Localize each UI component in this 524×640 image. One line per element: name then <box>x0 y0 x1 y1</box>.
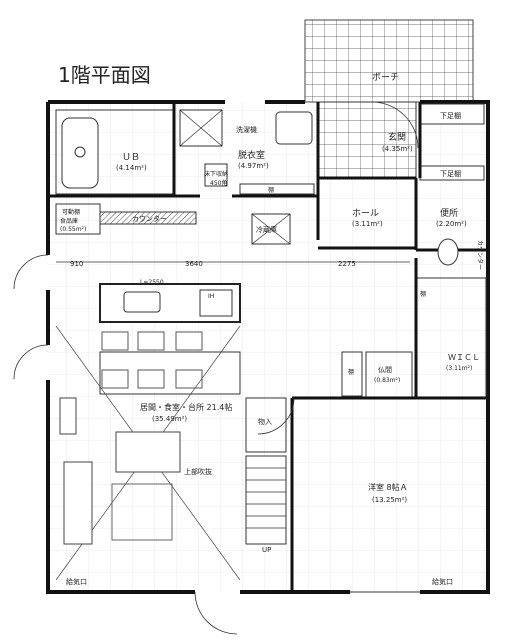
wicl-area: (3.11m²) <box>446 365 472 372</box>
hall-label: ホール <box>352 208 379 219</box>
small-shelf-label: 棚 <box>268 186 274 194</box>
butsuma-area: (0.83m²) <box>374 377 400 384</box>
shelf-v-label: 棚 <box>348 368 354 376</box>
entrance-tiles <box>317 101 417 179</box>
hall-area: (3.11m²) <box>352 220 383 228</box>
room-8jo-label: 洋室 8帖Ａ <box>368 482 408 492</box>
wicl-shelf: 棚 <box>420 290 426 298</box>
door-swing-left-2 <box>13 344 49 380</box>
counter-horizontal <box>99 211 197 225</box>
stair-treads <box>246 467 286 529</box>
toilet-label: 便所 <box>440 207 458 219</box>
dim-2275: 2275 <box>338 260 356 268</box>
door-swing-left-1 <box>13 254 49 290</box>
counter-v-label: カウンター <box>476 240 484 270</box>
closet-label: 物入 <box>258 417 272 426</box>
bathtub <box>61 117 99 189</box>
living-area: (35.49m²) <box>152 415 187 423</box>
underfloor-size: 450角 <box>210 179 227 187</box>
porch-tiles <box>304 19 474 103</box>
atrium-label: 上部吹抜 <box>184 467 212 476</box>
stair-up: UP <box>262 546 271 554</box>
chair-6 <box>175 369 203 389</box>
toilet-area: (2.20m²) <box>436 220 467 228</box>
dressing-label: 脱衣室 <box>238 149 265 161</box>
washer-cross-2 <box>179 109 223 147</box>
kitchen-length: L=2550 <box>140 279 164 286</box>
dim-3640: 3640 <box>185 260 203 268</box>
entrance-area: (4.35m²) <box>382 145 413 153</box>
living-label: 居間・食室・台所 21.4帖 <box>140 402 232 412</box>
room-8jo-area: (13.25m²) <box>372 496 407 504</box>
vent-left-label: 給気口 <box>66 577 87 586</box>
ub-area: (4.14m²) <box>116 164 147 172</box>
vent-right-label: 給気口 <box>432 577 453 586</box>
kitchen-sink <box>123 291 161 313</box>
plan-title: 1階平面図 <box>58 63 151 87</box>
shelf-vertical <box>341 351 363 397</box>
toilet-bowl <box>437 238 459 266</box>
rug <box>111 483 173 541</box>
ub-label: ＵＢ <box>122 153 140 163</box>
wash-basin <box>275 111 313 145</box>
door-swing-entrance <box>371 101 419 149</box>
door-swing-closet <box>257 397 295 435</box>
fridge-label: 冷蔵庫 <box>256 225 277 234</box>
underfloor-storage <box>204 163 228 187</box>
chair-4 <box>101 369 129 389</box>
ih-label: IH <box>208 293 214 300</box>
pantry-mov-label: 可動棚 <box>62 208 80 216</box>
shoe-cabinet-label-2: 下足棚 <box>440 169 461 178</box>
tv-board <box>59 397 77 435</box>
wicl-label: ＷＩＣＬ <box>448 353 480 362</box>
living-table <box>115 431 181 473</box>
small-shelf <box>239 183 315 195</box>
stairs <box>245 455 287 545</box>
chair-2 <box>137 331 165 351</box>
sofa <box>63 461 93 545</box>
washer-label: 洗濯機 <box>236 125 257 134</box>
exterior-wall <box>46 100 490 594</box>
pantry-area: (0.55m²) <box>60 226 86 233</box>
closet <box>245 397 287 453</box>
ih-stove <box>199 289 233 317</box>
chair-1 <box>101 331 129 351</box>
porch-label: ポーチ <box>372 72 399 83</box>
chair-5 <box>137 369 165 389</box>
right-partitions <box>290 258 488 592</box>
bath-faucet <box>74 146 86 158</box>
chair-3 <box>175 331 203 351</box>
butsuma-label: 仏間 <box>378 366 392 374</box>
pantry-label: 食品庫 <box>60 217 78 225</box>
shoe-cabinet-label: 下足棚 <box>440 111 461 120</box>
dressing-area: (4.97m²) <box>238 162 269 170</box>
dim-910: 910 <box>70 260 83 268</box>
entrance-label: 玄関 <box>388 131 406 143</box>
counter-h-label: カウンター <box>132 214 167 223</box>
fridge-cross-2 <box>251 213 291 245</box>
underfloor-label: 床下収納 <box>204 170 228 178</box>
door-swing-bottom <box>194 591 238 635</box>
